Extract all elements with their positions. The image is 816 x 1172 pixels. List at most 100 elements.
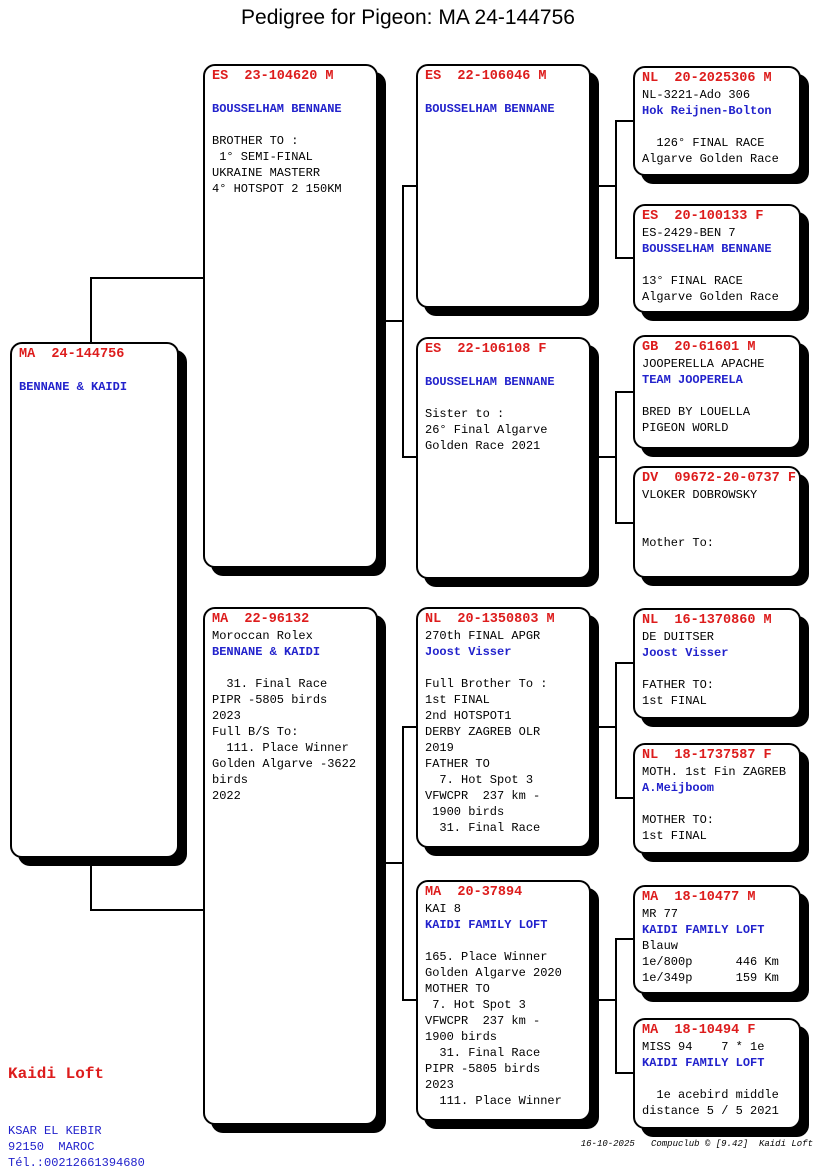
connector-line [590,456,617,458]
text-line [425,85,582,101]
text-line: BOUSSELHAM BENNANE [425,375,555,389]
text-line: 111. Place Winner [425,1094,562,1108]
text-line: birds [212,773,249,787]
text-line: BROTHER TO : [212,134,299,148]
text-line [425,933,582,949]
text-line: ES 20-100133 F [642,209,764,224]
text-line: BRED BY LOUELLA [642,405,751,419]
text-line: MA 18-10477 M [642,890,756,905]
text-line [425,358,582,374]
text-line: 7. Hot Spot 3 [425,773,534,787]
text-line: BENNANE & KAIDI [212,645,321,659]
text-line: distance 5 / 5 2021 [642,1104,779,1118]
text-line: NL-3221-Ado 306 [642,88,751,102]
text-line: 1e/349p 159 Km [642,971,779,985]
text-line: 2019 [425,741,454,755]
text-line: 1st FINAL [642,694,707,708]
text-line: Mother To: [642,536,715,550]
text-line: 7. Hot Spot 3 [425,998,526,1012]
text-line [212,85,369,101]
text-line: TEAM JOOPERELA [642,373,743,387]
pedigree-box-sire-sire-dam: ES 20-100133 F ES-2429-BEN 7 BOUSSELHAM BE… [633,204,801,313]
text-line: KSAR EL KEBIR [8,1124,102,1138]
connector-line [615,120,635,122]
text-line: Algarve Golden Race [642,152,779,166]
connector-line [90,909,204,911]
text-line: BOUSSELHAM BENNANE [212,102,342,116]
connector-line [615,1072,635,1074]
text-line: 2022 [212,789,241,803]
text-line: NL 18-1737587 F [642,748,772,763]
connector-line [615,391,617,524]
text-line: MR 77 [642,907,679,921]
text-line: GB 20-61601 M [642,340,756,355]
text-line: PIPR -5805 birds [425,1062,541,1076]
text-line: 165. Place Winner [425,950,548,964]
text-line: 2023 [212,709,241,723]
connector-line [402,999,418,1001]
text-line: Golden Race 2021 [425,439,541,453]
pedigree-box-subject: MA 24-144756 BENNANE & KAIDI [10,342,179,858]
text-line: KAIDI FAMILY LOFT [642,1056,765,1070]
text-line: Algarve Golden Race [642,290,779,304]
connector-line [377,862,404,864]
text-line: Full Brother To : [425,677,548,691]
text-line: PIPR -5805 birds [212,693,328,707]
text-line [642,1071,792,1087]
text-line: 92150 MAROC [8,1140,95,1154]
text-line: ES-2429-BEN 7 [642,226,736,240]
footer-credit: 16-10-2025 Compuclub © [9.42] Kaidi Loft [580,1139,813,1149]
text-line: VLOKER DOBROWSKY [642,488,758,502]
text-line: JOOPERELLA APACHE [642,357,765,371]
text-line [19,363,170,379]
connector-line [590,726,617,728]
text-line: A.Meijboom [642,781,715,795]
connector-line [402,185,404,458]
pedigree-box-sire-sire: ES 22-106046 M BOUSSELHAM BENNANE [416,64,591,308]
connector-line [615,662,635,664]
connector-line [615,522,635,524]
text-line: ES 23-104620 M [212,69,334,84]
text-line: FATHER TO: [642,678,715,692]
connector-line [615,120,617,259]
text-line: Tél.:00212661394680 [8,1156,145,1170]
pedigree-box-sire-dam-sire: GB 20-61601 M JOOPERELLA APACHE TEAM JOOPE… [633,335,801,449]
text-line: Blauw [642,939,679,953]
text-line: 270th FINAL APGR [425,629,541,643]
text-line: 31. Final Race [425,821,541,835]
text-line: MOTH. 1st Fin ZAGREB [642,765,787,779]
page-title: Pedigree for Pigeon: MA 24-144756 [241,6,575,29]
text-line: 1e acebird middle [642,1088,779,1102]
connector-line [402,726,418,728]
text-line: 1st FINAL [642,829,707,843]
text-line: MA 18-10494 F [642,1023,756,1038]
text-line: 31. Final Race [425,1046,541,1060]
text-line: MA 24-144756 [19,347,125,362]
connector-line [590,999,617,1001]
text-line [642,388,792,404]
connector-line [590,185,617,187]
text-line: DE DUITSER [642,630,715,644]
text-line: 1° SEMI-FINAL [212,150,313,164]
text-line: BOUSSELHAM BENNANE [642,242,772,256]
text-line: MOTHER TO: [642,813,715,827]
connector-line [615,938,617,1074]
connector-line [90,277,92,343]
text-line [642,519,792,535]
text-line: MA 20-37894 [425,885,523,900]
connector-line [615,938,635,940]
text-line: 1900 birds [425,805,505,819]
text-line: KAIDI FAMILY LOFT [425,918,548,932]
text-line: FATHER TO [425,757,490,771]
text-line: Golden Algarve -3622 [212,757,357,771]
loft-address: KSAR EL KEBIR 92150 MAROC Tél.:00212661394… [8,1123,166,1171]
text-line: Joost Visser [425,645,512,659]
text-line: ES 22-106046 M [425,69,547,84]
